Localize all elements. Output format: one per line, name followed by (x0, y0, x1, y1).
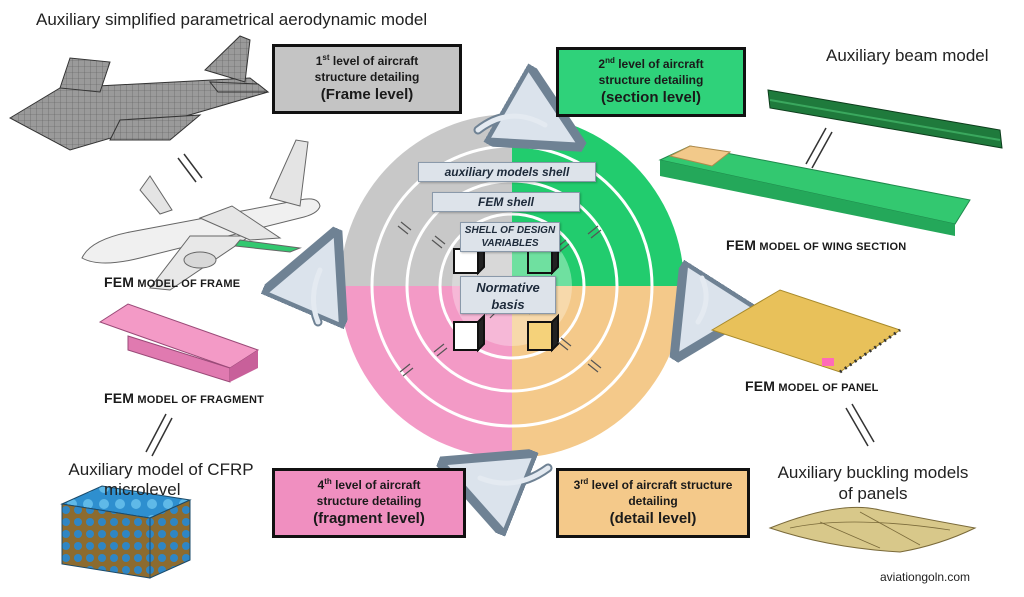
aux-cfrp-title-line1: Auxiliary model of CFRP (68, 460, 254, 479)
aux-buckling-title-line2: of panels (838, 484, 908, 503)
level-2-main: (section level) (600, 89, 702, 106)
level-2-line1: 2nd level of aircraft (598, 56, 704, 72)
design-vars-line1: SHELL OF DESIGN (464, 225, 556, 236)
aux-beam-model (767, 89, 1003, 149)
level-3-line1: 3rd level of aircraft structure (573, 477, 733, 493)
level-box-4: 4th level of aircraft structure detailin… (272, 468, 466, 538)
level-3-line2: detailing (628, 494, 678, 508)
normative-line2: basis (491, 297, 525, 312)
normative-basis-label: Normative basis (460, 276, 556, 314)
aux-models-shell-label: auxiliary models shell (418, 162, 596, 182)
aux-buckling-title: Auxiliary buckling models of panels (768, 462, 978, 504)
design-vars-line2: VARIABLES (481, 238, 539, 249)
fem-shell-label: FEM shell (432, 192, 580, 212)
design-variables-shell-label: SHELL OF DESIGN VARIABLES (460, 222, 560, 252)
fem-wing-section (658, 145, 971, 236)
aux-buckling-title-line1: Auxiliary buckling models (777, 463, 969, 482)
fem-fragment-label: FEM MODEL OF FRAGMENT (104, 390, 265, 406)
cfrp-block (60, 485, 192, 579)
normative-line1: Normative (476, 280, 540, 295)
level-3-main: (detail level) (609, 510, 697, 527)
level-4-line1: 4th level of aircraft (317, 477, 421, 493)
level-box-1: 1st level of aircraft structure detailin… (272, 44, 462, 114)
level-1-line1: 1st level of aircraft (315, 53, 419, 69)
level-2-line2: structure detailing (598, 73, 704, 87)
design-variable-cubes (453, 240, 559, 353)
level-1-main: (Frame level) (320, 86, 414, 103)
fem-frame-airplane (81, 139, 321, 291)
aux-beam-model-title: Auxiliary beam model (826, 46, 989, 65)
credit-text: aviationgoln.com (880, 570, 971, 584)
buckling-panel (768, 506, 977, 553)
aux-aero-model-title: Auxiliary simplified parametrical aerody… (36, 10, 428, 29)
fem-panel-label: FEM MODEL OF PANEL (745, 378, 879, 394)
aux-cfrp-title-line2: microlevel (104, 480, 181, 499)
double-arrow-panel-buckling (845, 403, 875, 447)
fem-panel (710, 289, 902, 374)
fem-frame-label: FEM MODEL OF FRAME (104, 274, 241, 290)
fem-fragment (98, 303, 260, 383)
double-arrow-beam-wing (805, 127, 833, 169)
level-4-line2: structure detailing (316, 494, 422, 508)
fem-wing-label: FEM MODEL OF WING SECTION (726, 237, 907, 253)
level-1-line2: structure detailing (314, 70, 420, 84)
double-arrow-fragment-cfrp (145, 413, 173, 457)
level-box-2: 2nd level of aircraft structure detailin… (556, 47, 746, 117)
level-box-3: 3rd level of aircraft structure detailin… (556, 468, 750, 538)
aero-model-mesh-airplane (8, 35, 270, 151)
aux-cfrp-title: Auxiliary model of CFRP microlevel (36, 460, 286, 500)
level-4-main: (fragment level) (313, 510, 425, 527)
double-arrow-aero-frame (177, 153, 203, 183)
